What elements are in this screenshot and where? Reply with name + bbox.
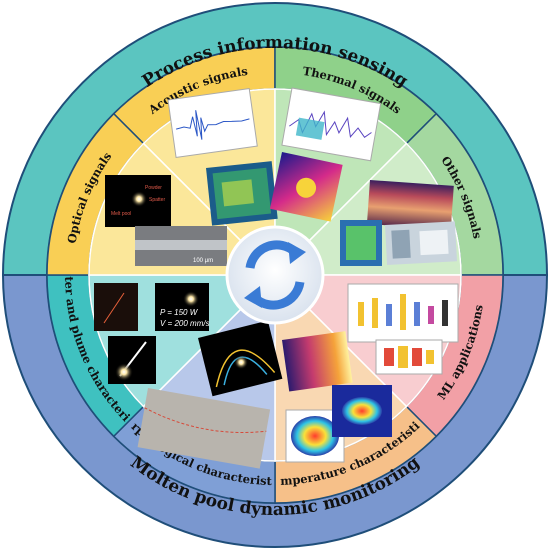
spatter-speed-label: V = 200 mm/s bbox=[160, 319, 210, 328]
spatter-power-label: P = 150 W bbox=[160, 308, 199, 317]
optical-track-image: 100 μm bbox=[135, 226, 227, 266]
thermal-signal-plot-image bbox=[281, 87, 382, 162]
spatter-image-2: P = 150 W V = 200 mm/s bbox=[155, 283, 210, 331]
optical-powder-label: Powder bbox=[145, 185, 162, 191]
spatter-image-1 bbox=[94, 283, 138, 331]
other-signal-machine-image bbox=[385, 221, 457, 265]
refresh-cycle-icon bbox=[244, 240, 306, 310]
other-signal-heatmap-image bbox=[366, 180, 454, 230]
optical-spatter-label: Spatter bbox=[149, 197, 165, 203]
meltpool-shape-image bbox=[198, 320, 283, 397]
plume-image bbox=[108, 336, 156, 384]
thermal-camera-image bbox=[269, 152, 343, 222]
optical-scale-label: 100 μm bbox=[193, 258, 213, 264]
acoustic-spectrogram-image bbox=[206, 161, 278, 226]
ml-architecture-image bbox=[375, 339, 443, 375]
temperature-contour-image-2 bbox=[332, 385, 392, 437]
optical-meltpool-label: Melt pool bbox=[111, 211, 131, 217]
temperature-field-image bbox=[282, 331, 353, 392]
ml-network-diagram-image bbox=[347, 283, 459, 343]
optical-meltpool-image: Powder Spatter Melt pool bbox=[105, 175, 171, 227]
acoustic-waveform-image bbox=[167, 88, 258, 159]
meltpool-cross-section-image bbox=[137, 388, 271, 469]
other-signal-setup-image bbox=[340, 220, 382, 266]
